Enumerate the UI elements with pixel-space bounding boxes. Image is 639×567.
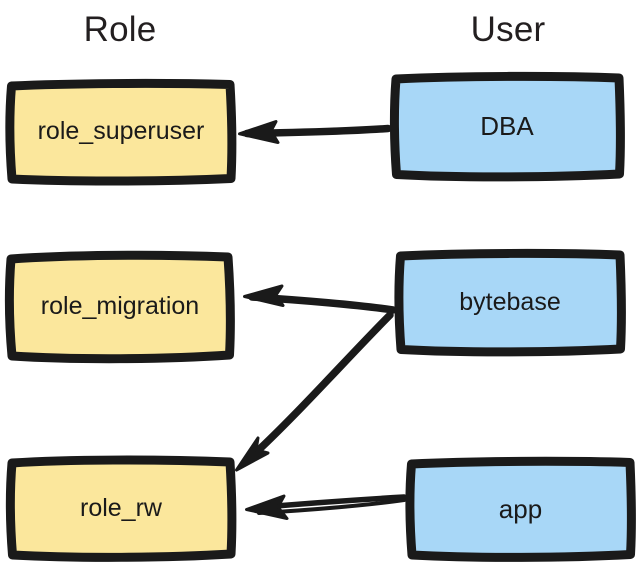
node-bytebase[interactable]: bytebase: [394, 248, 626, 357]
column-heading-role: Role: [83, 10, 157, 49]
node-dba[interactable]: DBA: [389, 71, 625, 182]
node-role-superuser[interactable]: role_superuser: [5, 78, 237, 186]
column-heading-user: User: [470, 10, 546, 49]
node-app-shape: [405, 456, 636, 562]
node-bytebase-shape: [394, 248, 626, 357]
edge-bytebase-to-role-rw[interactable]: [235, 311, 394, 472]
node-role-superuser-shape: [5, 78, 237, 186]
edge-bytebase-to-role-migration[interactable]: [243, 284, 397, 314]
edge-dba-to-role-superuser[interactable]: [238, 120, 392, 144]
node-dba-shape: [389, 71, 625, 182]
node-role-migration-shape: [4, 250, 235, 364]
node-role-rw-shape: [5, 455, 237, 562]
node-role-migration[interactable]: role_migration: [4, 249, 235, 364]
edge-app-to-role-rw[interactable]: [245, 494, 407, 520]
node-app[interactable]: app: [405, 456, 636, 562]
node-role-rw[interactable]: role_rw: [5, 455, 237, 562]
